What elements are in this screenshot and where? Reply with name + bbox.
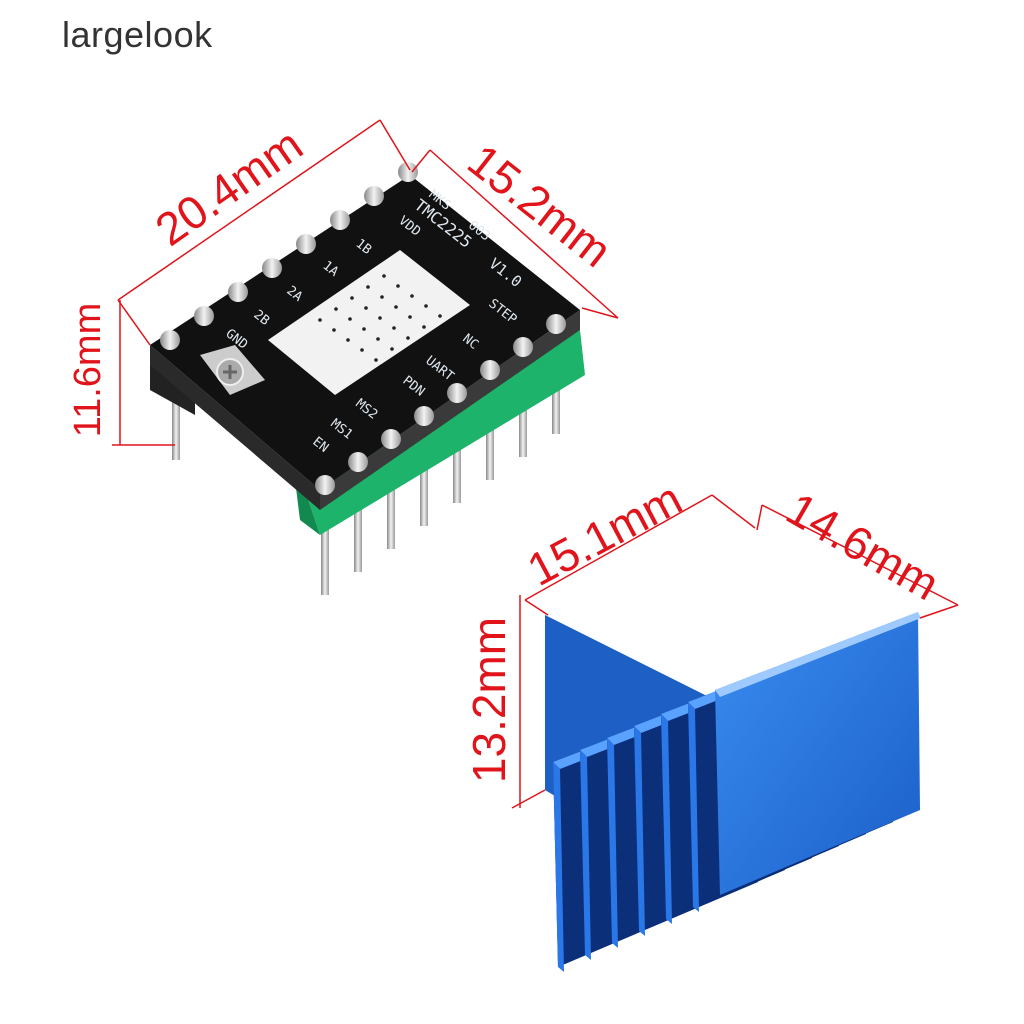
header-pins xyxy=(172,364,560,595)
pin-head xyxy=(348,452,368,472)
thermal-via xyxy=(366,285,370,289)
pin-head xyxy=(160,330,180,350)
pin-head xyxy=(513,337,533,357)
heatsink-front xyxy=(715,612,920,895)
thermal-via xyxy=(318,318,322,322)
thermal-via xyxy=(364,306,368,310)
header-pin xyxy=(453,433,461,503)
heatsink-fin-edge xyxy=(553,762,564,972)
thermal-via xyxy=(346,338,350,342)
thermal-via xyxy=(360,348,364,352)
thermal-via xyxy=(438,314,442,318)
pin-heads xyxy=(160,162,566,495)
pin-head xyxy=(414,406,434,426)
thermal-via xyxy=(392,326,396,330)
thermal-via xyxy=(382,274,386,278)
header-pin xyxy=(552,364,560,434)
driver-board: MKS 003 TMC2225 V1.0 VDD 1B 1A 2A 2B GND… xyxy=(150,162,585,595)
thermal-via xyxy=(332,328,336,332)
thermal-via xyxy=(422,325,426,329)
pin-head xyxy=(398,162,418,182)
pin-head xyxy=(262,258,282,278)
potentiometer[interactable] xyxy=(200,345,265,395)
thermal-via xyxy=(380,295,384,299)
pin-head xyxy=(330,210,350,230)
header-pin xyxy=(420,456,428,526)
thermal-via xyxy=(362,327,366,331)
header-pin xyxy=(519,387,527,457)
dim-heatsink-width: 14.6mm xyxy=(778,482,948,610)
thermal-via xyxy=(406,336,410,340)
thermal-via xyxy=(424,304,428,308)
thermal-via xyxy=(390,347,394,351)
header-pin xyxy=(387,479,395,549)
thermal-via xyxy=(350,296,354,300)
pin-head xyxy=(546,314,566,334)
pin-head xyxy=(228,282,248,302)
thermal-pad xyxy=(268,250,470,395)
heatsink-fin-edge xyxy=(661,714,672,924)
thermal-via xyxy=(408,315,412,319)
dim-heatsink-length: 15.1mm xyxy=(519,472,690,596)
thermal-via xyxy=(376,337,380,341)
brand-watermark: largelook xyxy=(62,14,213,55)
thermal-via xyxy=(348,317,352,321)
thermal-via xyxy=(334,307,338,311)
pin-head xyxy=(296,234,316,254)
green-header xyxy=(305,330,585,535)
heatsink-fin-edge xyxy=(580,750,591,960)
header-pin xyxy=(172,400,180,460)
dim-heatsink-height: 13.2mm xyxy=(463,617,515,783)
dim-board-height: 11.6mm xyxy=(67,303,109,437)
heatsink xyxy=(545,612,921,972)
thermal-via xyxy=(378,316,382,320)
pin-head xyxy=(480,360,500,380)
heatsink-fin-edge xyxy=(634,726,645,936)
header-pin xyxy=(354,502,362,572)
pin-head xyxy=(447,383,467,403)
pin-head xyxy=(381,429,401,449)
heatsink-fin-edge xyxy=(607,738,618,948)
dimension-lines xyxy=(112,119,959,809)
thermal-via xyxy=(394,305,398,309)
header-pin xyxy=(321,525,329,595)
header-pin xyxy=(486,410,494,480)
thermal-via xyxy=(396,284,400,288)
thermal-via xyxy=(410,294,414,298)
pin-head xyxy=(364,186,384,206)
pin-head xyxy=(194,306,214,326)
dim-board-length: 20.4mm xyxy=(146,118,312,256)
heatsink-fin-edge xyxy=(688,702,699,912)
thermal-vias xyxy=(318,274,442,362)
pin-head xyxy=(315,475,335,495)
thermal-via xyxy=(374,358,378,362)
